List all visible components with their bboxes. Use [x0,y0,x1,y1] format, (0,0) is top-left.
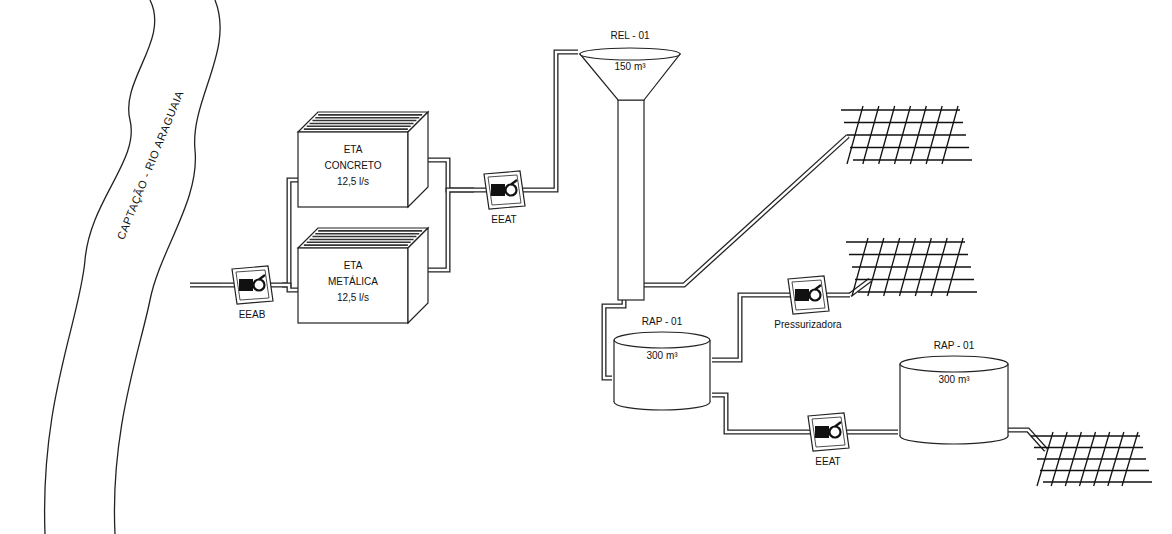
pipe-connector [428,160,474,190]
pipe-connector [534,52,578,190]
plant-label: 12,5 l/s [337,176,369,188]
plant-label: ETA [344,144,363,156]
pipe-connector [282,180,298,285]
plant-label: METÁLICA [328,276,378,288]
network-grid [846,238,977,296]
pump-station: EEAT [474,166,534,228]
pipe-connector [428,190,474,270]
station-label: EEAT [491,214,516,226]
station-label: Pressurizadora [774,319,841,331]
river-banks [45,0,221,534]
river-bank [45,0,155,534]
river-label: CAPTAÇÃO - RIO ARAGUAIA [115,89,186,242]
ground-tank: RAP - 01 300 m³ [612,316,712,414]
tank-label: 150 m³ [614,61,645,73]
pump-station: EEAT [798,408,858,470]
treatment-plant: ETA CONCRETO 12,5 l/s [298,112,428,207]
pipe-connector [858,432,898,433]
pipe-connector [712,395,798,432]
pipe-connector [282,285,298,290]
station-label: EEAB [239,309,266,321]
network-grid [841,106,972,164]
node-outline [898,340,1010,448]
node-outline [298,228,428,323]
plant-label: CONCRETO [324,160,381,172]
node-outline [612,316,712,414]
elevated-tank: REL - 01 150 m³ [578,30,682,300]
tank-label: 300 m³ [646,350,677,362]
tank-label: REL - 01 [610,30,649,42]
plant-label: 12,5 l/s [337,292,369,304]
pipe-connector [190,285,222,286]
river-intake: CAPTAÇÃO - RIO ARAGUAIA [110,30,190,300]
pump-station: EEAB [222,261,282,323]
pipe [644,136,848,285]
tank-label: RAP - 01 [934,340,974,352]
distribution-networks [841,106,1152,486]
tank-label: 300 m³ [938,374,969,386]
network-grid [1031,432,1152,486]
pump-station: Pressurizadora [766,271,850,333]
station-label: EEAT [815,456,840,468]
treatment-plant: ETA METÁLICA 12,5 l/s [298,228,428,323]
tank-label: RAP - 01 [642,316,682,328]
plant-label: ETA [344,260,363,272]
node-outline [298,112,428,207]
ground-tank: RAP - 01 300 m³ [898,340,1010,448]
pipe-connector [712,295,766,360]
river-bank [114,0,220,534]
